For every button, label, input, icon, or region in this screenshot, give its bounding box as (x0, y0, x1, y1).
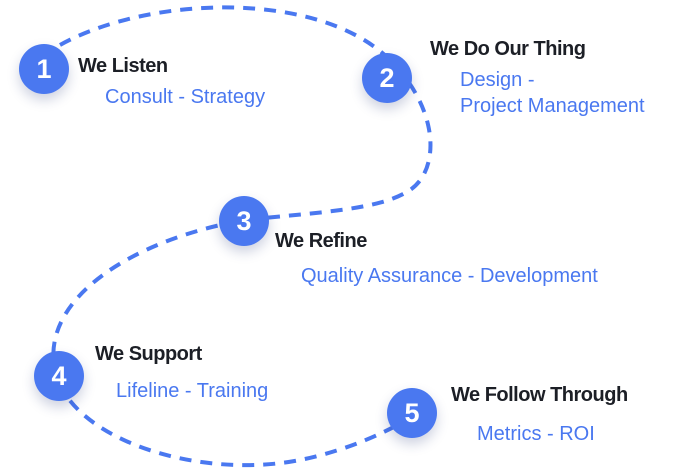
step-4-title: We Support (95, 343, 202, 365)
step-5-subtitle: Metrics - ROI (477, 423, 595, 445)
step-2-title: We Do Our Thing (430, 38, 586, 60)
step-4-badge: 4 (34, 351, 84, 401)
journey-path-line (51, 5, 433, 468)
step-1-title: We Listen (78, 55, 168, 77)
step-2-subtitle-line-1: Design - (460, 69, 535, 91)
step-2-subtitle-line-2: Project Management (460, 95, 645, 117)
step-2-badge: 2 (362, 53, 412, 103)
step-5-badge: 5 (387, 388, 437, 438)
step-1-subtitle: Consult - Strategy (105, 86, 266, 108)
step-4-subtitle: Lifeline - Training (116, 380, 269, 402)
step-1-badge: 1 (19, 44, 69, 94)
step-3-subtitle: Quality Assurance - Development (301, 265, 598, 287)
step-3-badge: 3 (219, 196, 269, 246)
step-5-title: We Follow Through (451, 384, 628, 406)
step-3-title: We Refine (275, 230, 367, 252)
